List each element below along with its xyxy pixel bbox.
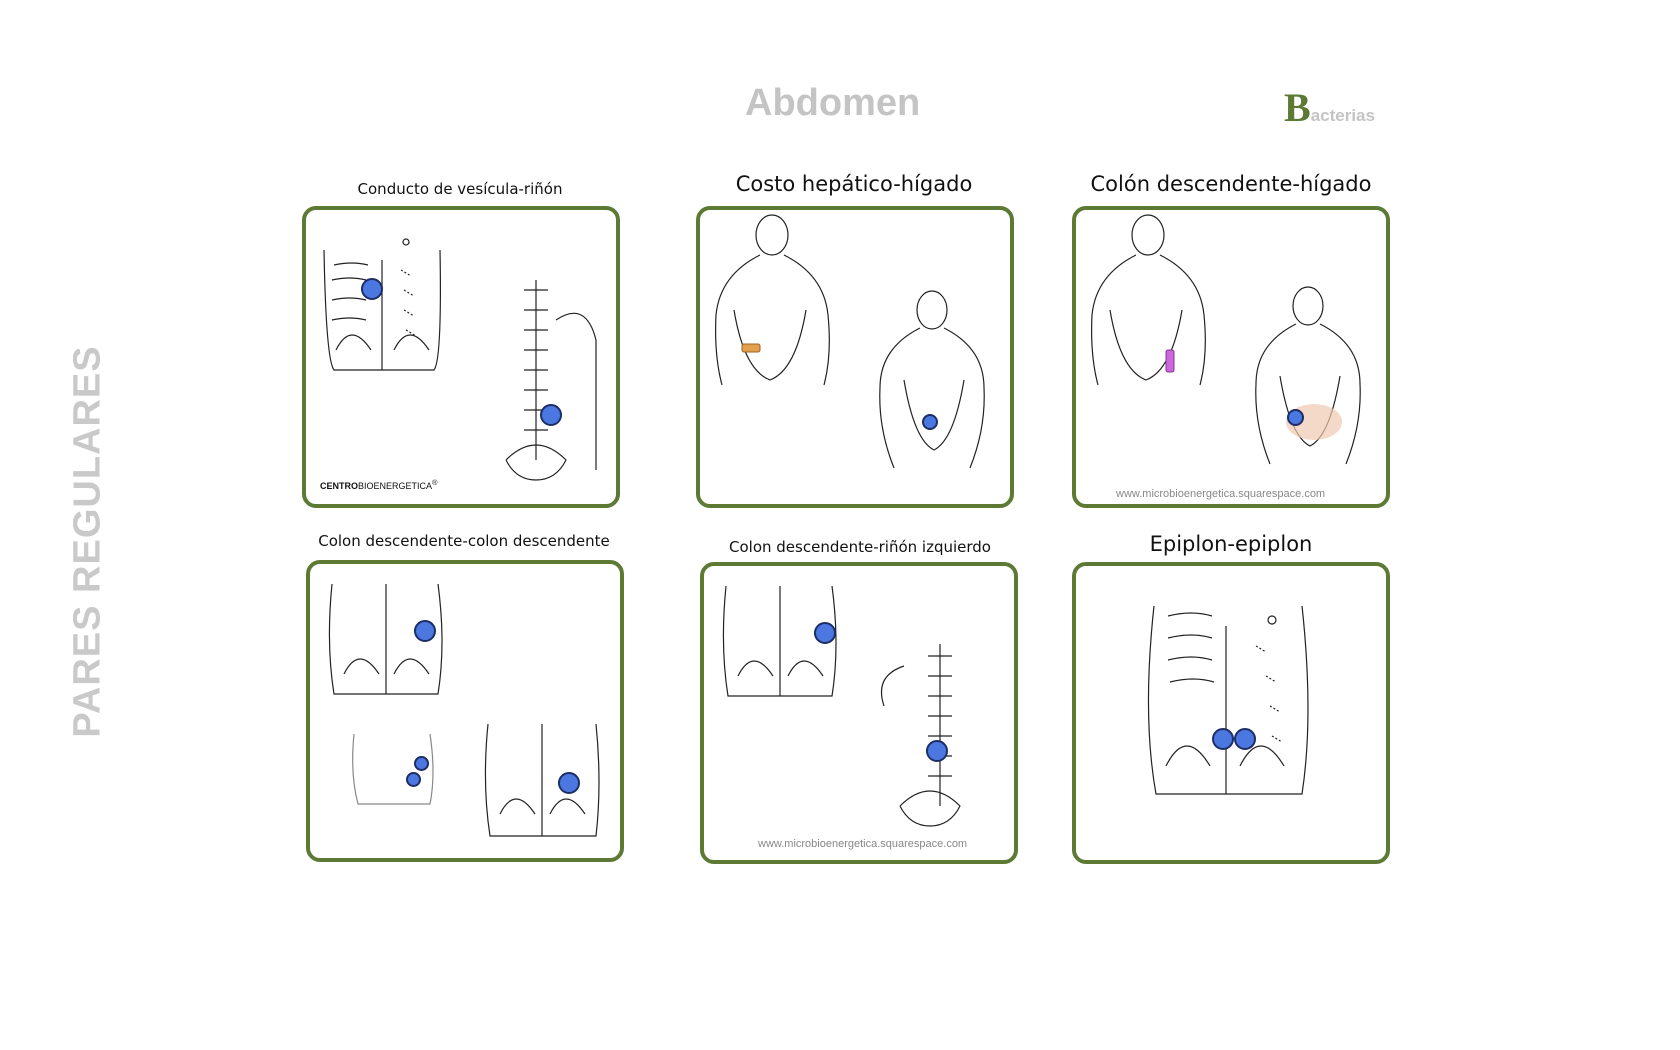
panel-title-costo-hepatico-higado: Costo hepático-hígado — [735, 172, 973, 196]
side-title: PARES REGULARES — [66, 345, 109, 738]
marker-dot — [922, 414, 938, 430]
panel-colon-descendente-higado: www.microbioenergetica.squarespace.com — [1072, 206, 1390, 508]
panel-title-colon-descendente-higado: Colón descendente-hígado — [1090, 172, 1372, 196]
website-caption: www.microbioenergetica.squarespace.com — [758, 838, 968, 850]
marker-dot — [926, 740, 948, 762]
panel-title-colon-descendente-colon-descendente: Colon descendente-colon descendente — [318, 532, 610, 550]
anatomy-illustration — [1147, 605, 1309, 795]
panel-epiplon-epiplon — [1072, 562, 1390, 864]
marker-dot — [414, 620, 436, 642]
panel-title-colon-descendente-rinon-izquierdo: Colon descendente-riñón izquierdo — [729, 538, 991, 556]
marker-dot — [1234, 728, 1256, 750]
panel-costo-hepatico-higado — [696, 206, 1014, 508]
marker-dot — [558, 772, 580, 794]
centrobioenergetica-logo: CENTROBIOENERGETICA® — [320, 478, 438, 491]
panel-colon-descendente-rinon-izquierdo: www.microbioenergetica.squarespace.com — [700, 562, 1018, 864]
marker-dot — [1287, 409, 1304, 426]
marker-dot — [540, 404, 562, 426]
panel-conducto-vesicula-rinon: CENTROBIOENERGETICA® — [302, 206, 620, 508]
anatomy-illustration — [1091, 214, 1361, 465]
marker-dot — [414, 756, 429, 771]
panel-title-conducto-vesicula-rinon: Conducto de vesícula-riñón — [357, 180, 563, 198]
website-caption: www.microbioenergetica.squarespace.com — [1116, 488, 1326, 500]
page-title: Abdomen — [745, 82, 921, 124]
marker-dot — [1212, 728, 1234, 750]
panel-colon-descendente-colon-descendente — [306, 560, 624, 862]
anatomy-illustration — [722, 585, 961, 827]
marker-dot — [814, 622, 836, 644]
anatomy-illustration — [323, 238, 597, 481]
marker-dot — [361, 278, 383, 300]
anatomy-illustration — [328, 583, 600, 837]
panel-title-epiplon-epiplon: Epiplon-epiplon — [1149, 532, 1313, 556]
brand-logo: Bacterias — [1284, 85, 1375, 130]
marker-dot — [406, 772, 421, 787]
anatomy-illustration — [715, 214, 985, 469]
